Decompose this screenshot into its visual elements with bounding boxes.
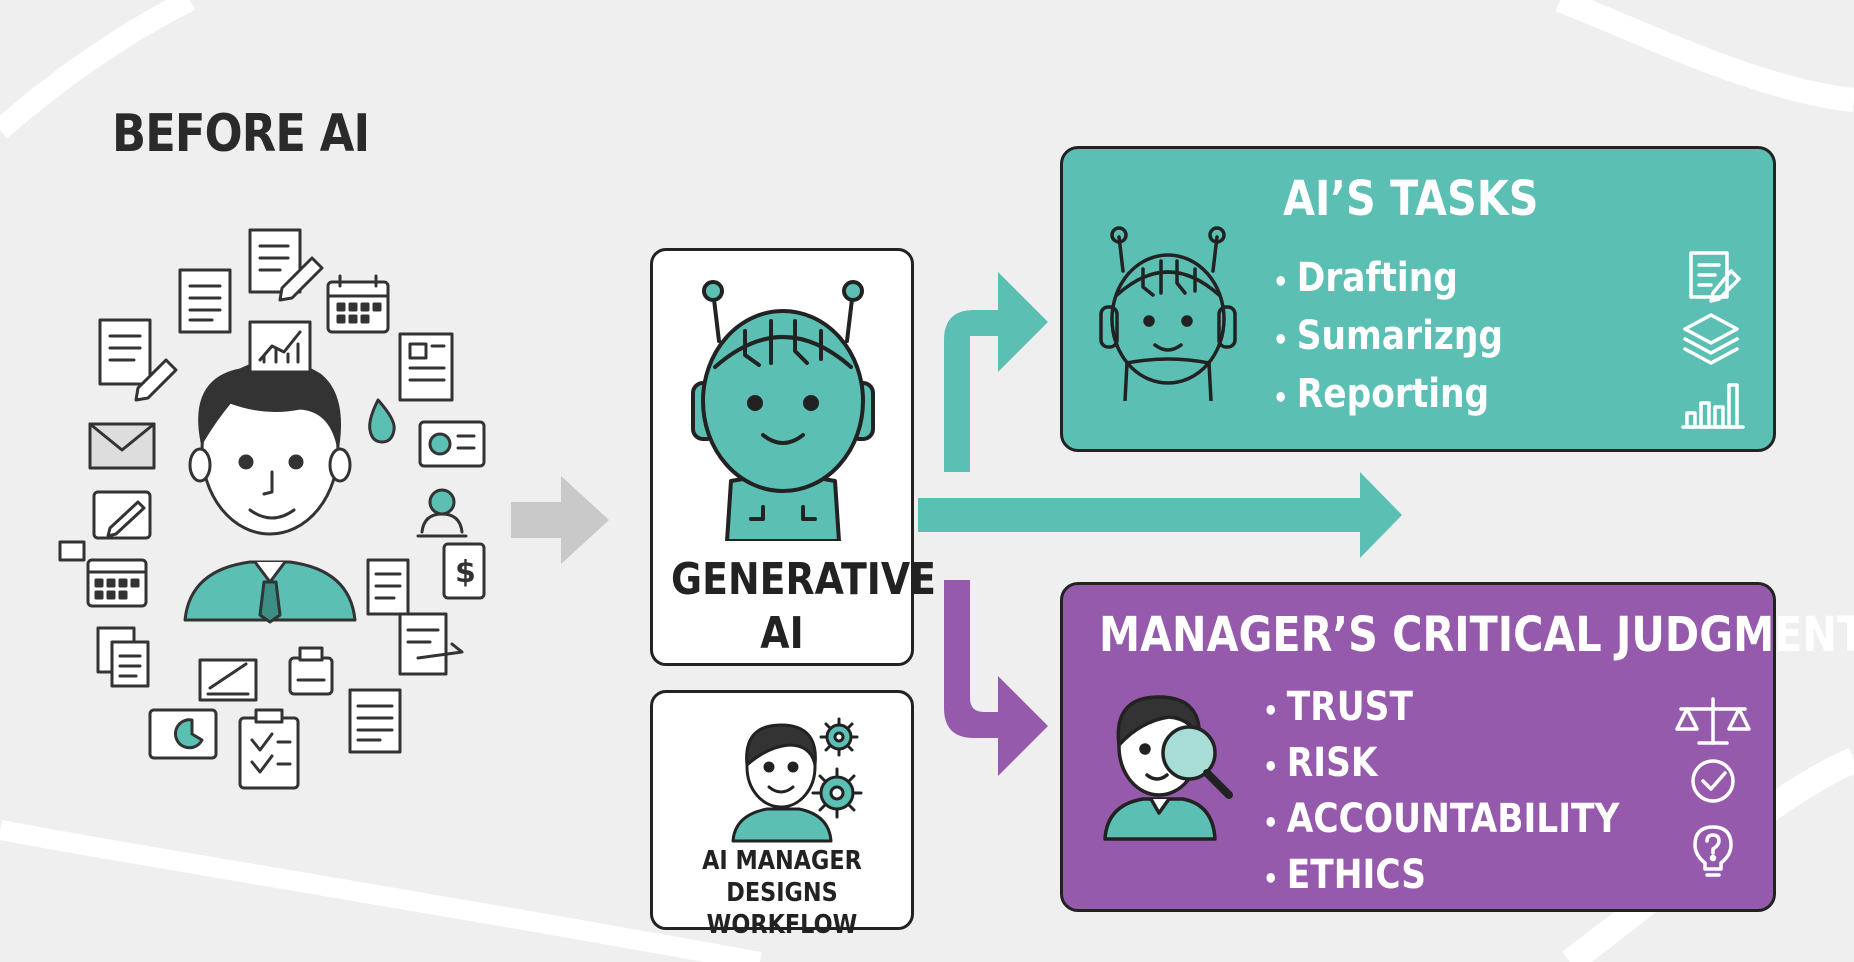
mail-icon xyxy=(88,422,156,470)
generative-ai-line2: AI xyxy=(760,608,804,659)
document-icon xyxy=(178,268,232,334)
ai-task-summarizing: Sumarizŋg xyxy=(1273,309,1503,367)
robot-outline-icon xyxy=(1099,226,1237,401)
generative-ai-line1: GENERATIVE xyxy=(671,554,937,605)
manager-judgment-box: MANAGER’S CRITICAL JUDGMENT TRUST RISK A… xyxy=(1060,582,1854,912)
calendar-icon xyxy=(326,274,390,334)
document-pen-icon xyxy=(398,612,464,676)
manager-judgment-list: TRUST RISK ACCOUNTABILITY ETHICS xyxy=(1263,681,1677,905)
svg-text:$: $ xyxy=(455,555,476,590)
ai-tasks-title: AI’S TASKS xyxy=(1283,171,1539,227)
arrow-to-judgment xyxy=(944,580,1048,776)
manager-judgment-title: MANAGER’S CRITICAL JUDGMENT xyxy=(1099,607,1854,663)
ai-task-reporting: Reporting xyxy=(1273,367,1503,425)
scales-icon xyxy=(1675,697,1751,745)
form-icon xyxy=(398,332,454,402)
ai-manager-box: AI MANAGER DESIGNS WORKFLOW xyxy=(650,690,914,940)
generative-ai-box: GENERATIVE AI xyxy=(650,248,937,666)
arrow-straight xyxy=(918,472,1402,558)
overwhelmed-person-icon xyxy=(183,359,357,624)
layers-icon xyxy=(1683,313,1739,365)
before-ai-icon-cloud: $ xyxy=(58,228,486,790)
grey-arrow-icon xyxy=(511,476,609,564)
judgment-risk: RISK xyxy=(1263,737,1619,793)
manager-gears-icon xyxy=(731,717,863,843)
calendar-small-icon xyxy=(58,540,148,608)
ai-manager-line2: WORKFLOW xyxy=(706,910,858,940)
check-badge-icon xyxy=(1691,759,1735,803)
ai-tasks-list: Drafting Sumarizŋg Reporting xyxy=(1273,251,1540,425)
printer-icon xyxy=(288,646,334,696)
document-text-icon xyxy=(348,688,402,754)
chart-report-icon xyxy=(248,320,312,374)
judgment-accountability: ACCOUNTABILITY xyxy=(1263,793,1620,849)
clipboard-icon xyxy=(238,708,300,790)
arrow-to-ai-tasks xyxy=(944,272,1048,472)
robot-icon xyxy=(691,280,875,541)
ai-task-drafting: Drafting xyxy=(1273,251,1503,309)
manager-magnifier-icon xyxy=(1103,695,1233,841)
document-list-icon xyxy=(98,318,178,402)
invoice-icon: $ xyxy=(442,542,486,600)
receipt-icon xyxy=(366,558,410,616)
generative-ai-label: GENERATIVE AI xyxy=(671,553,937,661)
id-card-icon xyxy=(418,420,486,468)
edit-window-icon xyxy=(92,490,152,540)
ai-manager-label: AI MANAGER DESIGNS WORKFLOW xyxy=(671,845,893,941)
before-ai-title: BEFORE AI xyxy=(112,104,370,164)
ai-tasks-box: AI’S TASKS Drafting Sumarizŋg Reporting xyxy=(1060,146,1776,452)
ai-tasks-icons xyxy=(1681,251,1745,429)
signature-icon xyxy=(198,658,258,702)
sweat-drop-icon xyxy=(368,398,396,444)
question-bulb-icon xyxy=(1693,825,1733,877)
manager-judgment-icons xyxy=(1675,697,1751,877)
judgment-trust: TRUST xyxy=(1263,681,1619,737)
stacked-docs-icon xyxy=(96,626,150,688)
document-edit-icon xyxy=(1689,251,1741,303)
flow-arrows xyxy=(918,272,1402,776)
contact-icon xyxy=(416,488,468,538)
document-edit-icon xyxy=(248,228,324,302)
bar-chart-icon xyxy=(1681,383,1745,429)
judgment-ethics: ETHICS xyxy=(1263,849,1619,905)
ai-manager-line1: AI MANAGER DESIGNS xyxy=(702,846,862,908)
pie-folder-icon xyxy=(148,708,218,760)
